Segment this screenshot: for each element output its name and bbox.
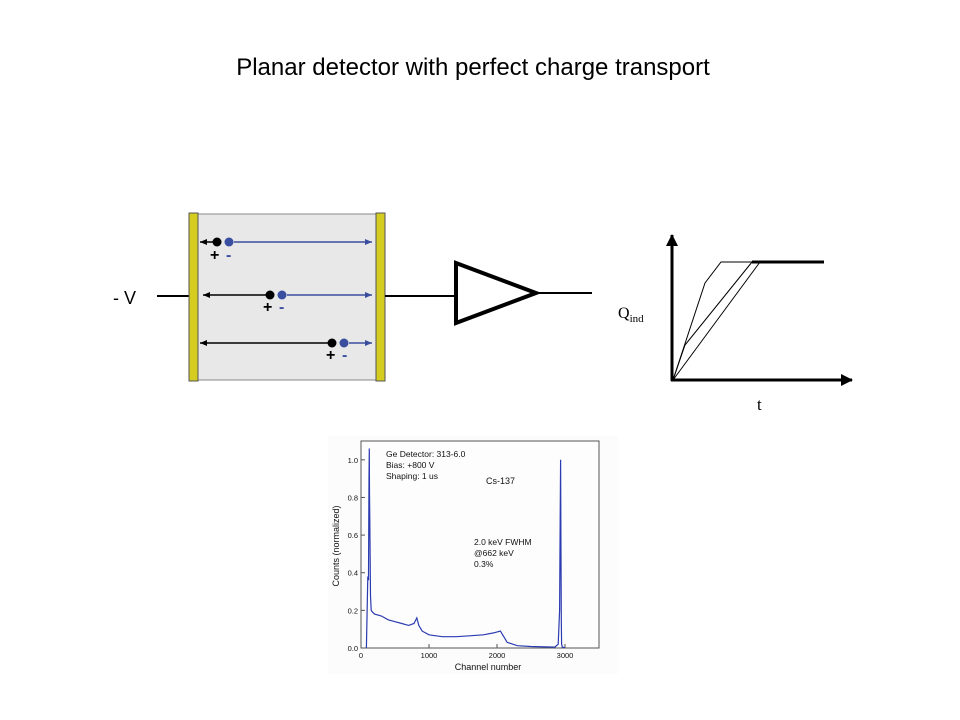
amplifier-triangle [454,260,542,326]
signal-curve-fast [672,261,752,381]
hole-sign: + [263,299,272,316]
y-tick-label: 0.4 [348,569,358,578]
hole-dot [265,290,275,300]
spectrum-figure: 0 1000 2000 3000 0.0 0.2 0.4 0.6 0.8 1.0 Ge Detec… [328,436,618,674]
bias-label: - V [113,288,136,308]
x-tick-label: 0 [359,651,363,660]
y-tick-label: 0.2 [348,606,358,615]
y-tick-label: 1.0 [348,456,358,465]
electron-dot [277,290,287,300]
y-tick-label: 0.6 [348,531,358,540]
signal-curve-slow [672,261,761,381]
spectrum-annotation-line: 2.0 keV FWHM [474,537,532,547]
electron-sign: - [279,299,284,316]
electron-dot [339,338,349,348]
x-tick-label: 1000 [421,651,438,660]
spectrum-annotation-line: 0.3% [474,559,494,569]
spectrum-annotation-line: @662 keV [474,548,514,558]
signal-ylabel: Qind [618,305,644,325]
x-tick-label: 2000 [489,651,506,660]
y-tick-label: 0.0 [348,644,358,653]
left-electrode [188,212,199,382]
signal-ylabel-sub: ind [630,313,645,325]
signal-xlabel: t [757,395,762,414]
hole-dot [212,237,222,247]
x-tick-label: 3000 [557,651,574,660]
right-electrode [375,212,386,382]
hole-dot [327,338,337,348]
spectrum-ylabel: Counts (normalized) [331,505,341,586]
spectrum-source-label: Cs-137 [486,476,515,486]
electron-sign: - [342,347,347,364]
spectrum-curve [365,448,566,649]
electron-sign: - [226,247,231,264]
spectrum-ticks: 0 1000 2000 3000 0.0 0.2 0.4 0.6 0.8 1.0 [348,456,574,660]
y-tick-label: 0.8 [348,493,358,502]
signal-curve-mid [672,261,753,381]
spectrum-legend-line: Bias: +800 V [386,460,435,470]
slide-title: Planar detector with perfect charge tran… [236,54,710,81]
spectrum-xlabel: Channel number [455,662,522,672]
spectrum-legend-line: Ge Detector: 313-6.0 [386,449,466,459]
detector-body [197,213,377,381]
electron-dot [224,237,234,247]
hole-sign: + [210,247,219,264]
spectrum-legend-line: Shaping: 1 us [386,471,438,481]
signal-ylabel-main: Q [618,305,630,322]
hole-sign: + [326,347,335,364]
